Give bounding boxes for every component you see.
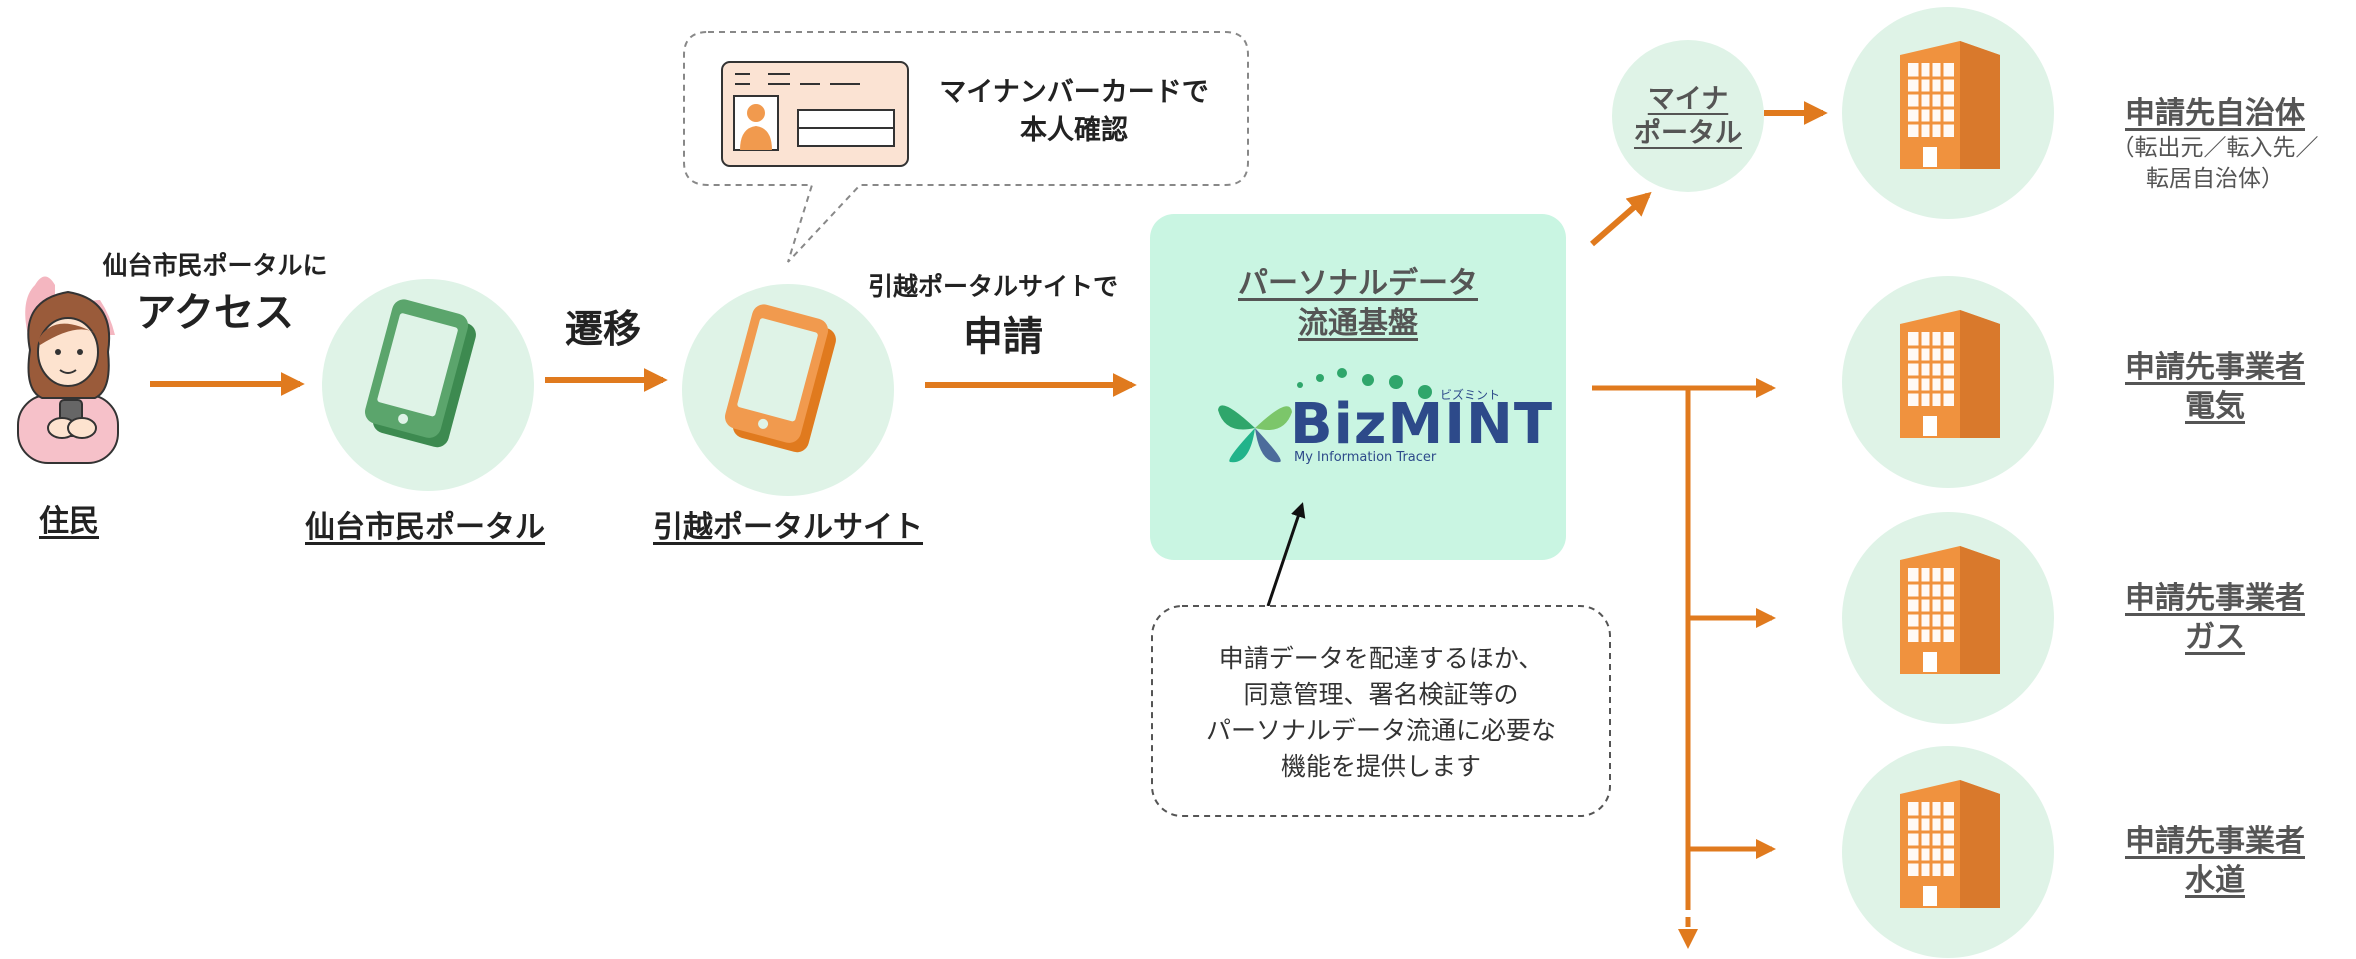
- myna-portal-circle: [1612, 40, 1764, 192]
- destination-municipality-title: 申請先自治体: [2125, 96, 2305, 131]
- sendai-portal-label: 仙台市民ポータル: [305, 510, 545, 545]
- platform-note-line2: 同意管理、署名検証等の: [1243, 680, 1519, 709]
- myna-portal-line2: ポータル: [1634, 118, 1742, 149]
- apply-label-line2: 申請: [963, 314, 1043, 360]
- mynumber-text-line1: マイナンバーカードで: [939, 77, 1209, 108]
- platform-note-line3: パーソナルデータ流通に必要な: [1205, 716, 1556, 745]
- destination-electric: [1842, 276, 2054, 488]
- access-label-line2: アクセス: [136, 290, 294, 336]
- destination-water-title: 申請先事業者: [2125, 824, 2305, 859]
- note-pointer-arrow: [1266, 502, 1306, 607]
- myna-portal-line1: マイナ: [1647, 84, 1729, 115]
- destination-electric-type: 電気: [2185, 389, 2245, 424]
- destination-municipality-sub1: （転出元／転入先／: [2111, 135, 2319, 161]
- smartphone-icon: [365, 299, 476, 448]
- resident-illustration: [17, 276, 119, 464]
- destination-water: [1842, 746, 2054, 958]
- bizmint-leaf-icon: [1218, 405, 1292, 463]
- bizmint-logo-sub: My Information Tracer: [1294, 450, 1437, 465]
- to-myna-arrow: [1590, 191, 1652, 247]
- resident-label: 住民: [39, 504, 99, 539]
- platform-note-line4: 機能を提供します: [1280, 752, 1481, 781]
- bizmint-logo-kana: ビズミント: [1440, 388, 1501, 402]
- platform-note-line1: 申請データを配達するほか、: [1218, 644, 1544, 673]
- destination-municipality: [1842, 7, 2054, 219]
- platform-title-line2: 流通基盤: [1298, 306, 1418, 341]
- distribution-lines: [1592, 378, 1776, 949]
- access-label-line1: 仙台市民ポータルに: [102, 251, 328, 280]
- destination-municipality-sub2: 転居自治体）: [2146, 166, 2284, 192]
- mynumber-card-icon: [721, 61, 909, 167]
- smartphone-icon: [725, 304, 836, 453]
- platform-title-line1: パーソナルデータ: [1238, 266, 1478, 301]
- platform-note-box: [1151, 605, 1611, 817]
- destination-gas-type: ガス: [2185, 620, 2245, 655]
- destination-gas: [1842, 512, 2054, 724]
- bizmint-dots: [1297, 368, 1432, 399]
- apply-label-line1: 引越ポータルサイトで: [867, 272, 1118, 301]
- moving-site-label: 引越ポータルサイト: [653, 510, 923, 545]
- bizmint-logo-text: BizMINT: [1290, 392, 1554, 457]
- platform-box: [1150, 214, 1566, 560]
- destination-gas-title: 申請先事業者: [2125, 581, 2305, 616]
- mynumber-text-line2: 本人確認: [1020, 115, 1128, 146]
- destination-electric-title: 申請先事業者: [2125, 350, 2305, 385]
- destination-water-type: 水道: [2185, 863, 2245, 898]
- transition-label: 遷移: [564, 307, 641, 351]
